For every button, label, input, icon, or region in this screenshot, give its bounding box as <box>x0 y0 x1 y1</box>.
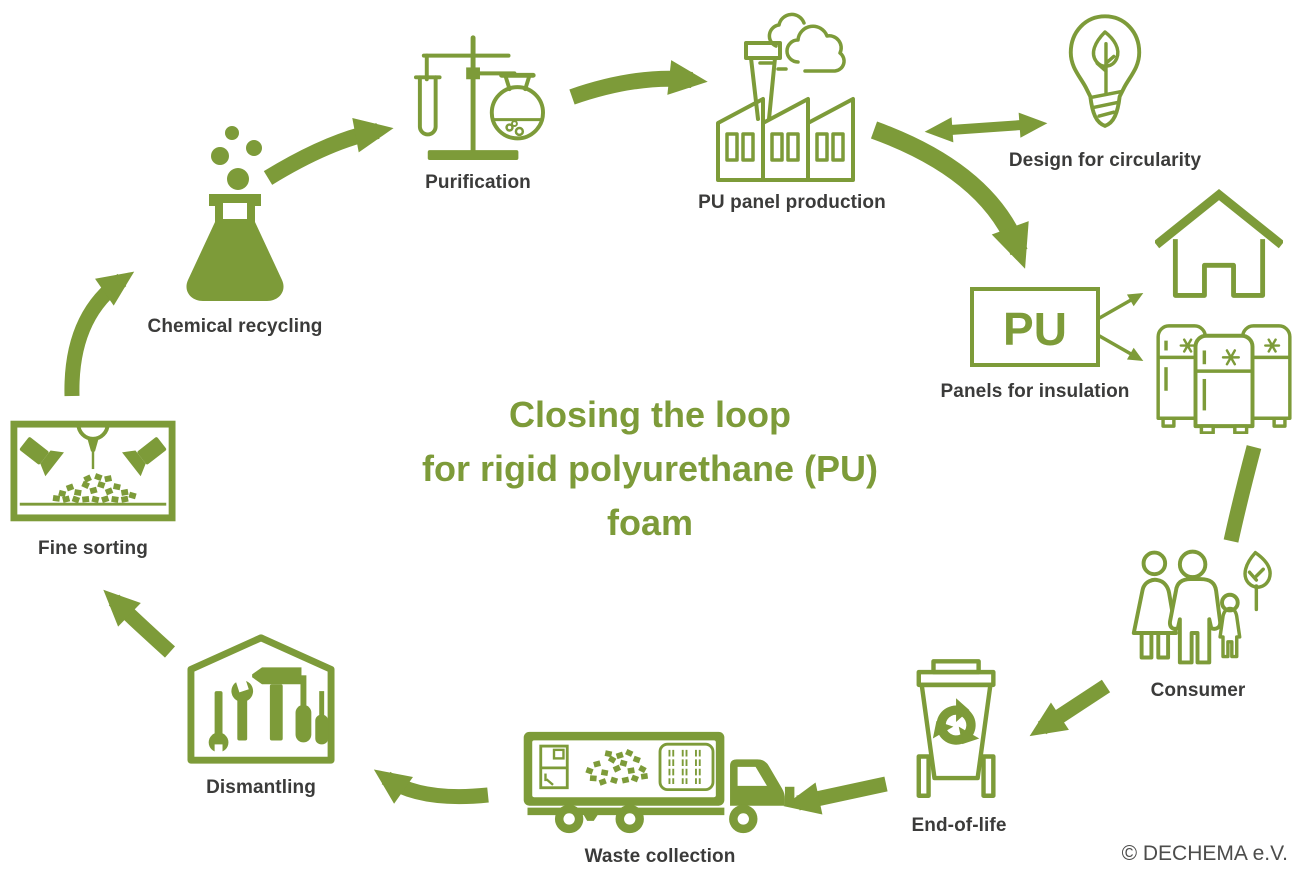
arrow-dismantling-to-sorting <box>103 589 176 658</box>
tools-house-icon <box>187 634 335 764</box>
node-label: End-of-life <box>911 815 1007 836</box>
collection-truck-icon <box>523 731 795 834</box>
granules-pile <box>52 473 137 504</box>
diagram-title: Closing the loop for rigid polyurethane … <box>340 388 960 550</box>
cargo-panel-icon <box>658 742 715 792</box>
node-label: Design for circularity <box>1008 150 1202 171</box>
node-label: PU panel production <box>698 192 886 213</box>
node-dismantling: Dismantling <box>185 633 337 799</box>
house-icon <box>1155 188 1283 298</box>
node-label: Dismantling <box>206 777 316 798</box>
arrow-purification-to-production <box>569 60 708 105</box>
node-fine-sorting: Fine sorting <box>8 420 178 560</box>
node-waste-collection: Waste collection <box>514 730 806 868</box>
distillation-stand-icon <box>413 35 545 161</box>
node-label: Consumer <box>1150 680 1246 701</box>
family-icon <box>1131 549 1272 665</box>
tree-icon <box>1243 550 1272 589</box>
cargo-foam-icon <box>585 748 649 786</box>
arrow-consumer-to-endoflife <box>1029 679 1111 737</box>
tools-icon <box>208 667 329 755</box>
arc-panels-to-consumer <box>1223 445 1262 543</box>
sorting-machine-icon <box>10 420 176 522</box>
snowflake-icon <box>1179 338 1281 366</box>
node-end-of-life: End-of-life <box>903 657 1015 837</box>
node-chemical-recycling: Chemical recycling <box>135 122 335 338</box>
arrow-endoflife-to-collection <box>783 776 888 815</box>
node-label: Waste collection <box>584 846 736 867</box>
recycle-symbol-icon <box>926 698 990 756</box>
title-line-3: foam <box>606 502 693 543</box>
arrow-sorting-to-chemical <box>64 271 135 397</box>
node-label: Fine sorting <box>38 538 148 559</box>
node-label: Panels for insulation <box>940 381 1130 402</box>
node-design-for-circularity: Design for circularity <box>1005 12 1205 172</box>
node-panels-for-insulation: PU Panels for insulation <box>941 287 1129 403</box>
copyright-notice: © DECHEMA e.V. <box>1121 842 1288 865</box>
flask-icon <box>186 126 284 301</box>
camera-icon <box>122 437 167 477</box>
arrow-collection-to-dismantling <box>373 769 489 805</box>
node-label: Purification <box>425 172 531 193</box>
title-line-2: for rigid polyurethane (PU) <box>421 448 878 489</box>
camera-icon <box>19 437 64 477</box>
pu-box-text: PU <box>1003 303 1067 355</box>
node-consumer: Consumer <box>1118 546 1278 702</box>
node-purification: Purification <box>398 30 558 194</box>
refrigerators-icon <box>1156 324 1292 434</box>
arrow-production-to-panels <box>870 121 1029 269</box>
pu-box-icon: PU <box>970 287 1100 367</box>
node-label: Chemical recycling <box>147 316 323 337</box>
factory-icon <box>716 12 855 182</box>
recycling-bin-icon <box>916 659 996 798</box>
title-line-1: Closing the loop <box>509 394 791 435</box>
node-pu-panel-production: PU panel production <box>697 12 887 214</box>
cargo-fridge-icon <box>539 744 569 790</box>
eco-bulb-icon <box>1068 14 1142 128</box>
